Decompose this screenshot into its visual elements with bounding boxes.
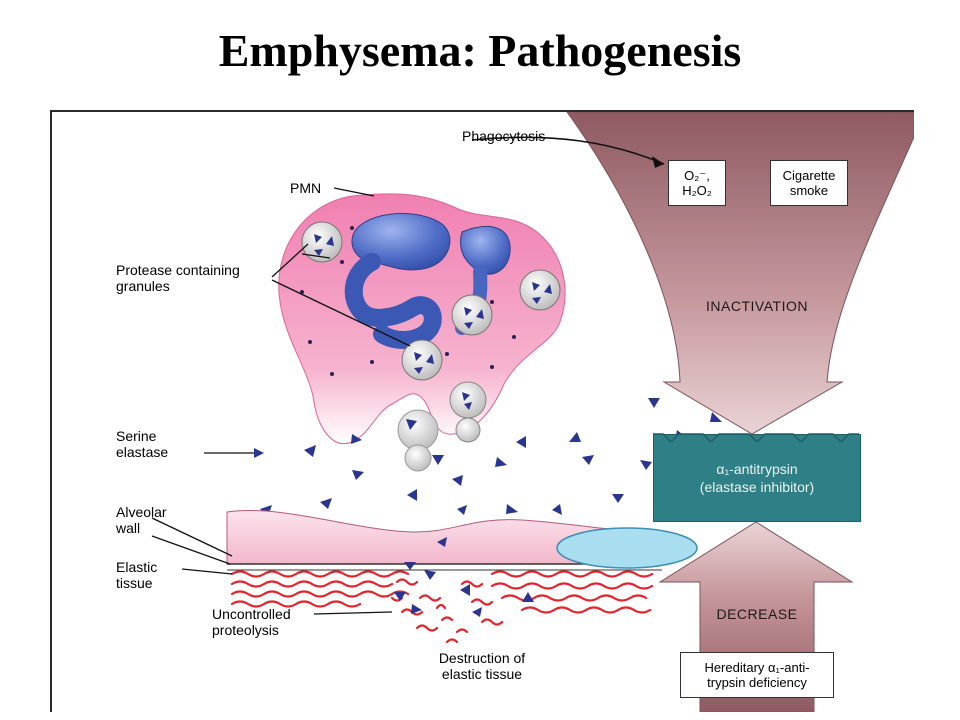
alveolar-wall-label-line2: wall xyxy=(116,520,141,536)
protease-granules-label-line1: Protease containing xyxy=(116,262,240,278)
antitrypsin-line2: (elastase inhibitor) xyxy=(699,479,815,495)
elastic-tissue-label-line2: tissue xyxy=(116,575,153,591)
inactivation-arrow xyxy=(566,112,914,435)
decrease-label: DECREASE xyxy=(716,606,798,622)
antitrypsin-line1: α₁-antitrypsin xyxy=(716,461,798,477)
protease-granules xyxy=(301,221,561,472)
granule-enzymes xyxy=(314,234,552,410)
serine-elastase-label-line2: elastase xyxy=(116,444,169,460)
oxidants-line1: O₂⁻, xyxy=(684,168,710,183)
uncontrolled-proteolysis-label-line1: Uncontrolled xyxy=(212,606,291,622)
elastic-tissue-label-line1: Elastic xyxy=(116,559,158,575)
cigarette-smoke-box: Cigarette smoke xyxy=(770,160,848,206)
hereditary-line2: trypsin deficiency xyxy=(707,675,807,690)
antitrypsin-notches xyxy=(653,433,859,442)
phagocytosis-label: Phagocytosis xyxy=(462,128,546,144)
cigarette-smoke-line1: Cigarette xyxy=(782,168,836,183)
alveolar-wall-label-line1: Alveolar xyxy=(116,504,167,520)
pmn-label: PMN xyxy=(290,180,322,196)
inactivation-label: INACTIVATION xyxy=(706,298,808,314)
cigarette-smoke-line2: smoke xyxy=(789,183,829,198)
oxidants-box: O₂⁻, H₂O₂ xyxy=(668,160,726,206)
protease-granules-label-line2: granules xyxy=(116,278,170,294)
elastic-tissue xyxy=(230,570,654,644)
hereditary-line1: Hereditary α₁-anti- xyxy=(704,660,810,675)
pathogenesis-diagram: Phagocytosis PMN Protease containing gra… xyxy=(50,110,914,712)
serine-elastase-label-line1: Serine xyxy=(116,428,157,444)
destruction-label-line2: elastic tissue xyxy=(441,666,523,682)
oxidants-line2: H₂O₂ xyxy=(682,183,712,198)
uncontrolled-proteolysis-label-line2: proteolysis xyxy=(212,622,279,638)
page-title: Emphysema: Pathogenesis xyxy=(218,25,742,76)
destruction-label-line1: Destruction of xyxy=(438,650,526,666)
alpha1-antitrypsin-box: α₁-antitrypsin (elastase inhibitor) xyxy=(653,434,861,522)
hereditary-deficiency-box: Hereditary α₁-anti- trypsin deficiency xyxy=(680,652,834,698)
